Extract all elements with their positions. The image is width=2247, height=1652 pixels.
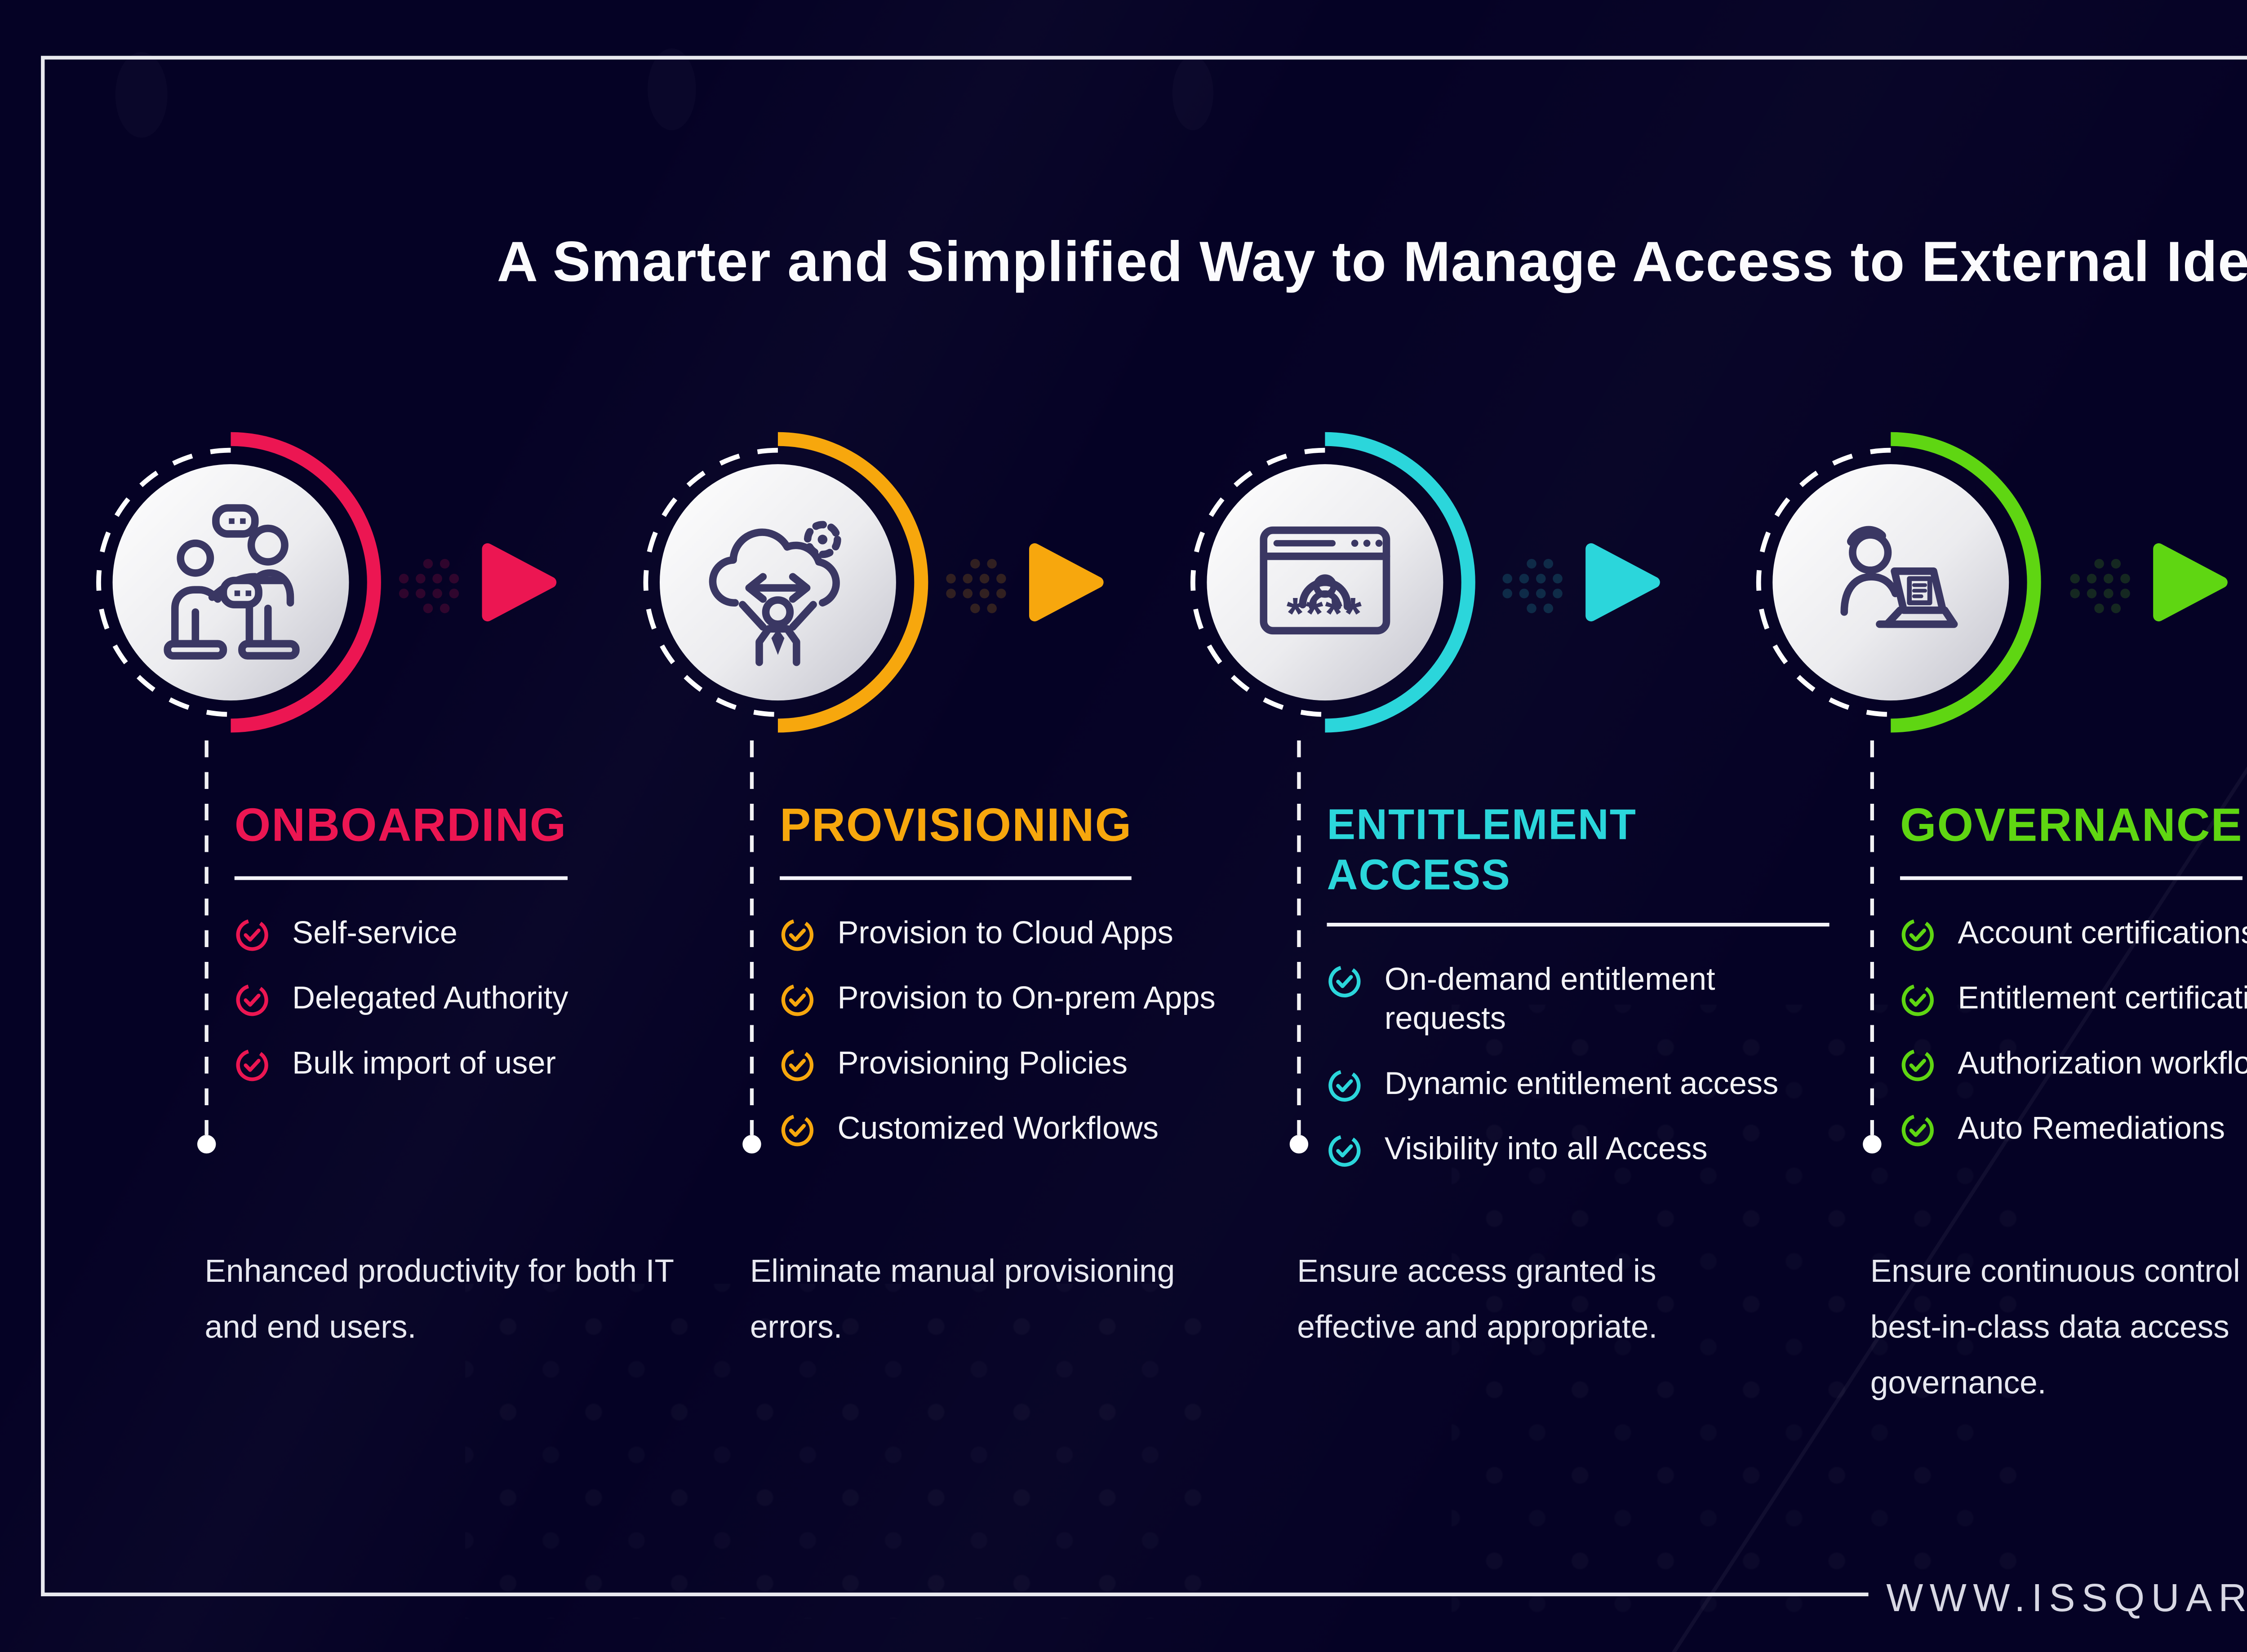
arrow-icon	[1502, 543, 1660, 622]
check-circle-icon	[236, 919, 268, 951]
background-blob	[115, 52, 168, 137]
entitlement-color-arc	[1325, 432, 1475, 733]
dashed-connector-line	[1870, 740, 1874, 1135]
entitlement-access-step-circle: ****	[1190, 432, 1475, 733]
provisioning-column: PROVISIONING Provision to Cloud Apps Pro…	[739, 740, 1282, 1345]
page-title: A Smarter and Simplified Way to Manage A…	[497, 230, 2247, 294]
dashed-arc	[96, 447, 231, 717]
check-circle-icon	[1901, 1114, 1934, 1147]
list-item-label: Self-service	[292, 915, 457, 951]
people-onboarding-icon	[164, 504, 300, 660]
list-item-label: Authorization workflows	[1958, 1045, 2247, 1081]
list-item: Visibility into all Access	[1327, 1129, 1830, 1169]
connector-end-dot	[1289, 1135, 1309, 1154]
dashed-arc	[1190, 447, 1325, 717]
check-circle-icon	[236, 984, 268, 1016]
list-item: Account certifications	[1900, 913, 2247, 952]
list-item-label: Customized Workflows	[837, 1111, 1159, 1146]
background-blob	[1172, 56, 1213, 130]
onboarding-description: Enhanced productivity for both IT and en…	[204, 1252, 674, 1345]
check-circle-icon	[236, 1049, 268, 1081]
list-item-label: Provision to On-prem Apps	[837, 980, 1216, 1016]
entitlement-access-description: Ensure access granted is effective and a…	[1297, 1252, 1658, 1345]
list-item-label: Provision to Cloud Apps	[837, 915, 1173, 951]
provisioning-step-circle	[643, 432, 928, 733]
list-item-label: Bulk import of user	[292, 1045, 556, 1081]
list-item: Bulk import of user	[235, 1044, 737, 1083]
check-circle-icon	[1328, 965, 1361, 997]
connector-end-dot	[197, 1135, 216, 1154]
dashed-arc	[643, 447, 778, 717]
check-circle-icon	[781, 1114, 814, 1147]
list-item: Delegated Authority	[235, 979, 737, 1018]
check-circle-icon	[781, 984, 814, 1016]
password-window-icon: ****	[1260, 526, 1390, 639]
provisioning-heading: PROVISIONING	[780, 800, 1132, 880]
check-circle-icon	[781, 919, 814, 951]
background-blob	[648, 49, 696, 130]
website-url-link[interactable]: WWW.ISSQUAREDINC.COM	[1868, 1570, 2247, 1634]
list-item: Customized Workflows	[780, 1109, 1282, 1148]
list-item-label: Dynamic entitlement access	[1384, 1066, 1779, 1102]
onboarding-color-arc	[231, 432, 381, 733]
check-circle-icon	[1328, 1069, 1361, 1102]
list-item: Auto Remediations	[1900, 1109, 2247, 1148]
list-item-label: Account certifications	[1958, 915, 2247, 951]
password-asterisks: ****	[1287, 589, 1363, 639]
list-item: Dynamic entitlement access	[1327, 1064, 1830, 1103]
onboarding-column: ONBOARDING Self-service Delegated Author…	[194, 740, 737, 1345]
cloud-sync-gear-icon	[709, 521, 841, 666]
check-circle-icon	[781, 1049, 814, 1081]
dashed-arc	[1756, 447, 1891, 717]
arrow-icon	[946, 543, 1104, 622]
governance-description: Ensure continuous control using best-in-…	[1870, 1252, 2247, 1401]
governance-step-circle	[1756, 432, 2041, 733]
list-item-label: Provisioning Policies	[837, 1045, 1128, 1081]
provisioning-description: Eliminate manual provisioning errors.	[750, 1252, 1175, 1345]
dashed-connector-line	[1297, 740, 1301, 1135]
check-circle-icon	[1901, 919, 1934, 951]
list-item: Self-service	[235, 913, 737, 952]
list-item: Provision to Cloud Apps	[780, 913, 1282, 952]
check-circle-icon	[1328, 1134, 1361, 1167]
list-item-label: Auto Remediations	[1958, 1111, 2225, 1146]
list-item-label: On-demand entitlement requests	[1384, 961, 1715, 1036]
list-item: Provision to On-prem Apps	[780, 979, 1282, 1018]
entitlement-access-column: ENTITLEMENT ACCESS On-demand entitlement…	[1286, 740, 1830, 1345]
list-item: Authorization workflows	[1900, 1044, 2247, 1083]
onboarding-step-circle	[96, 432, 381, 733]
check-circle-icon	[1901, 984, 1934, 1016]
dashed-connector-line	[204, 740, 209, 1135]
list-item-label: Visibility into all Access	[1384, 1131, 1708, 1167]
arrow-icon	[399, 543, 557, 622]
list-item: Provisioning Policies	[780, 1044, 1282, 1083]
onboarding-heading: ONBOARDING	[234, 800, 567, 880]
connector-end-dot	[742, 1135, 761, 1154]
list-item-label: Delegated Authority	[292, 980, 568, 1016]
entitlement-access-heading: ENTITLEMENT ACCESS	[1327, 800, 1830, 927]
list-item: Entitlement certifications	[1900, 979, 2247, 1018]
list-item-label: Entitlement certifications	[1958, 980, 2247, 1016]
governance-column: GOVERNANCE Account certifications Entitl…	[1859, 740, 2247, 1401]
connector-end-dot	[1863, 1135, 1882, 1154]
dashed-connector-line	[750, 740, 754, 1135]
check-circle-icon	[1901, 1049, 1934, 1081]
governance-heading: GOVERNANCE	[1900, 800, 2243, 880]
provisioning-color-arc	[777, 432, 928, 733]
auditor-laptop-icon	[1840, 526, 1958, 628]
list-item: On-demand entitlement requests	[1327, 960, 1830, 1038]
arrow-icon	[2070, 543, 2228, 622]
governance-color-arc	[1891, 432, 2041, 733]
